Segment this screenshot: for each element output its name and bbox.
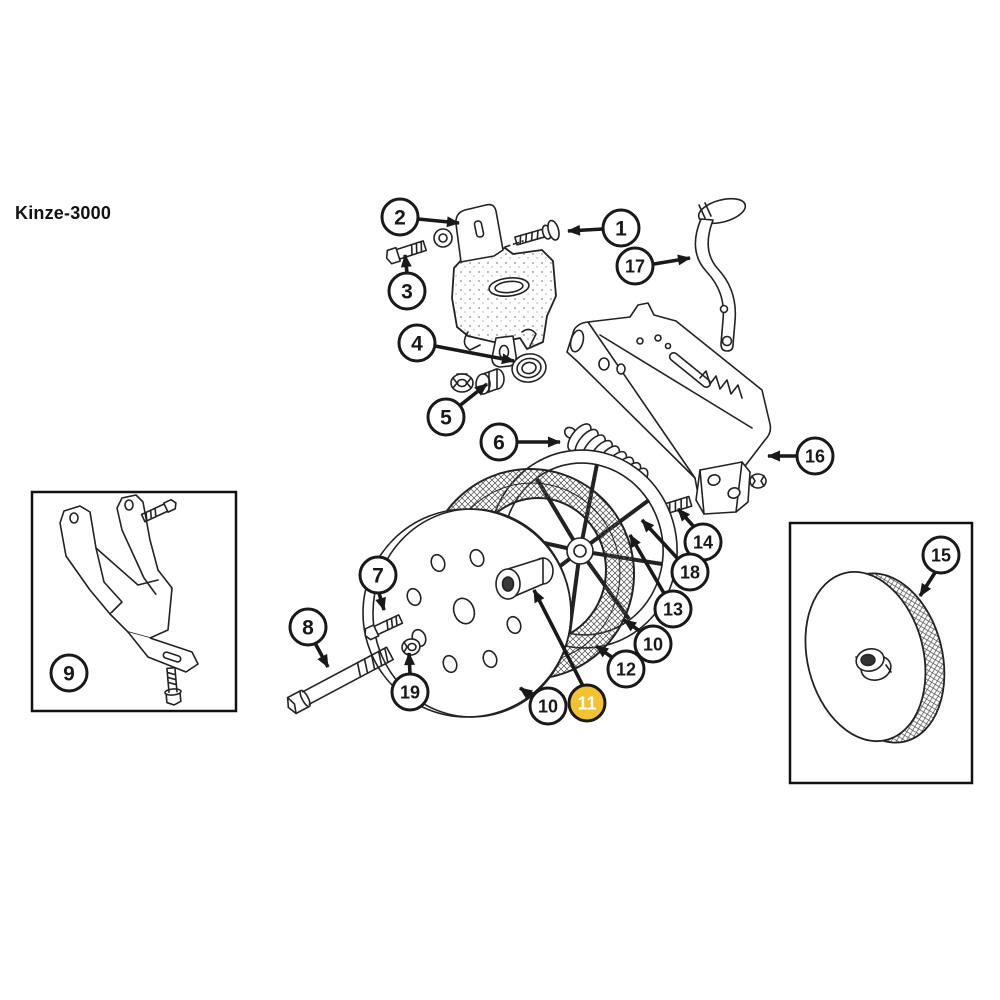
callout-2[interactable]: 2 [380,197,420,237]
svg-text:2: 2 [394,207,406,230]
arrow-12 [594,644,615,660]
callout-5[interactable]: 5 [426,397,466,437]
part-washer-2 [433,228,453,248]
svg-text:16: 16 [805,447,825,467]
arrow-10b [622,618,643,634]
callout-4[interactable]: 4 [397,323,437,363]
callout-11-highlighted[interactable]: 11 [567,683,607,723]
svg-text:8: 8 [302,617,314,640]
part-large-washer [511,353,547,383]
svg-text:1: 1 [615,218,627,241]
arrow-17 [653,254,691,266]
arrow-14 [676,507,697,530]
callout-19[interactable]: 19 [390,672,430,712]
arrow-2 [417,216,460,228]
callout-9[interactable]: 9 [49,653,89,693]
svg-text:6: 6 [493,432,505,455]
part-u-bracket [59,494,199,673]
part-handle-lever [694,197,747,352]
diagram-title: Kinze-3000 [15,203,112,223]
arrow-19 [404,652,416,675]
arrow-4 [434,344,515,365]
arrow-13 [628,534,667,596]
callout-15[interactable]: 15 [921,535,961,575]
svg-text:15: 15 [931,546,951,566]
part-lock-nut [401,638,421,656]
callout-8[interactable]: 8 [288,607,328,647]
part-clevis-bracket [695,461,751,515]
svg-text:18: 18 [680,563,700,583]
svg-text:7: 7 [372,565,384,588]
callout-7[interactable]: 7 [358,555,398,595]
arrow-1 [567,224,604,236]
part-long-bolt [286,646,394,715]
callout-10-lower[interactable]: 10 [528,686,568,726]
svg-text:11: 11 [577,694,596,714]
arrow-11 [532,589,585,687]
callout-1[interactable]: 1 [601,208,641,248]
callout-13[interactable]: 13 [653,589,693,629]
svg-text:4: 4 [411,333,423,356]
arrow-15 [918,570,938,597]
inset-box-9 [30,490,238,713]
svg-text:12: 12 [616,660,636,680]
part-bolt-1 [514,219,560,246]
callout-18[interactable]: 18 [670,552,710,592]
arrow-3 [400,254,412,274]
arrow-5 [456,382,489,409]
svg-text:14: 14 [693,533,713,553]
arrow-7 [375,592,386,611]
callout-16[interactable]: 16 [795,436,835,476]
callout-3[interactable]: 3 [387,271,427,311]
part-hex-nut-small [749,473,767,489]
part-bracket-screw [164,666,182,706]
inset-box-15 [788,521,974,785]
svg-text:10: 10 [538,697,558,717]
svg-text:17: 17 [625,257,645,277]
part-nut-5 [450,373,474,393]
callout-14[interactable]: 14 [683,522,723,562]
part-bolt-3 [385,240,428,265]
part-hub-bushing [495,557,554,600]
svg-text:13: 13 [663,600,683,620]
callout-10-upper[interactable]: 10 [633,624,673,664]
part-cast-housing [451,203,557,368]
part-small-bolt [364,614,404,641]
callout-12[interactable]: 12 [606,649,646,689]
svg-text:9: 9 [63,663,75,686]
callout-6[interactable]: 6 [479,422,519,462]
callout-17[interactable]: 17 [615,246,655,286]
part-frame-arm [566,302,772,506]
svg-text:3: 3 [401,281,413,304]
part-bracket-bolt [140,498,177,523]
svg-text:10: 10 [643,635,663,655]
arrow-18 [640,518,680,561]
part-disc-hub [855,648,892,681]
svg-text:19: 19 [400,683,420,703]
svg-text:5: 5 [440,407,452,430]
arrow-8 [313,642,330,668]
